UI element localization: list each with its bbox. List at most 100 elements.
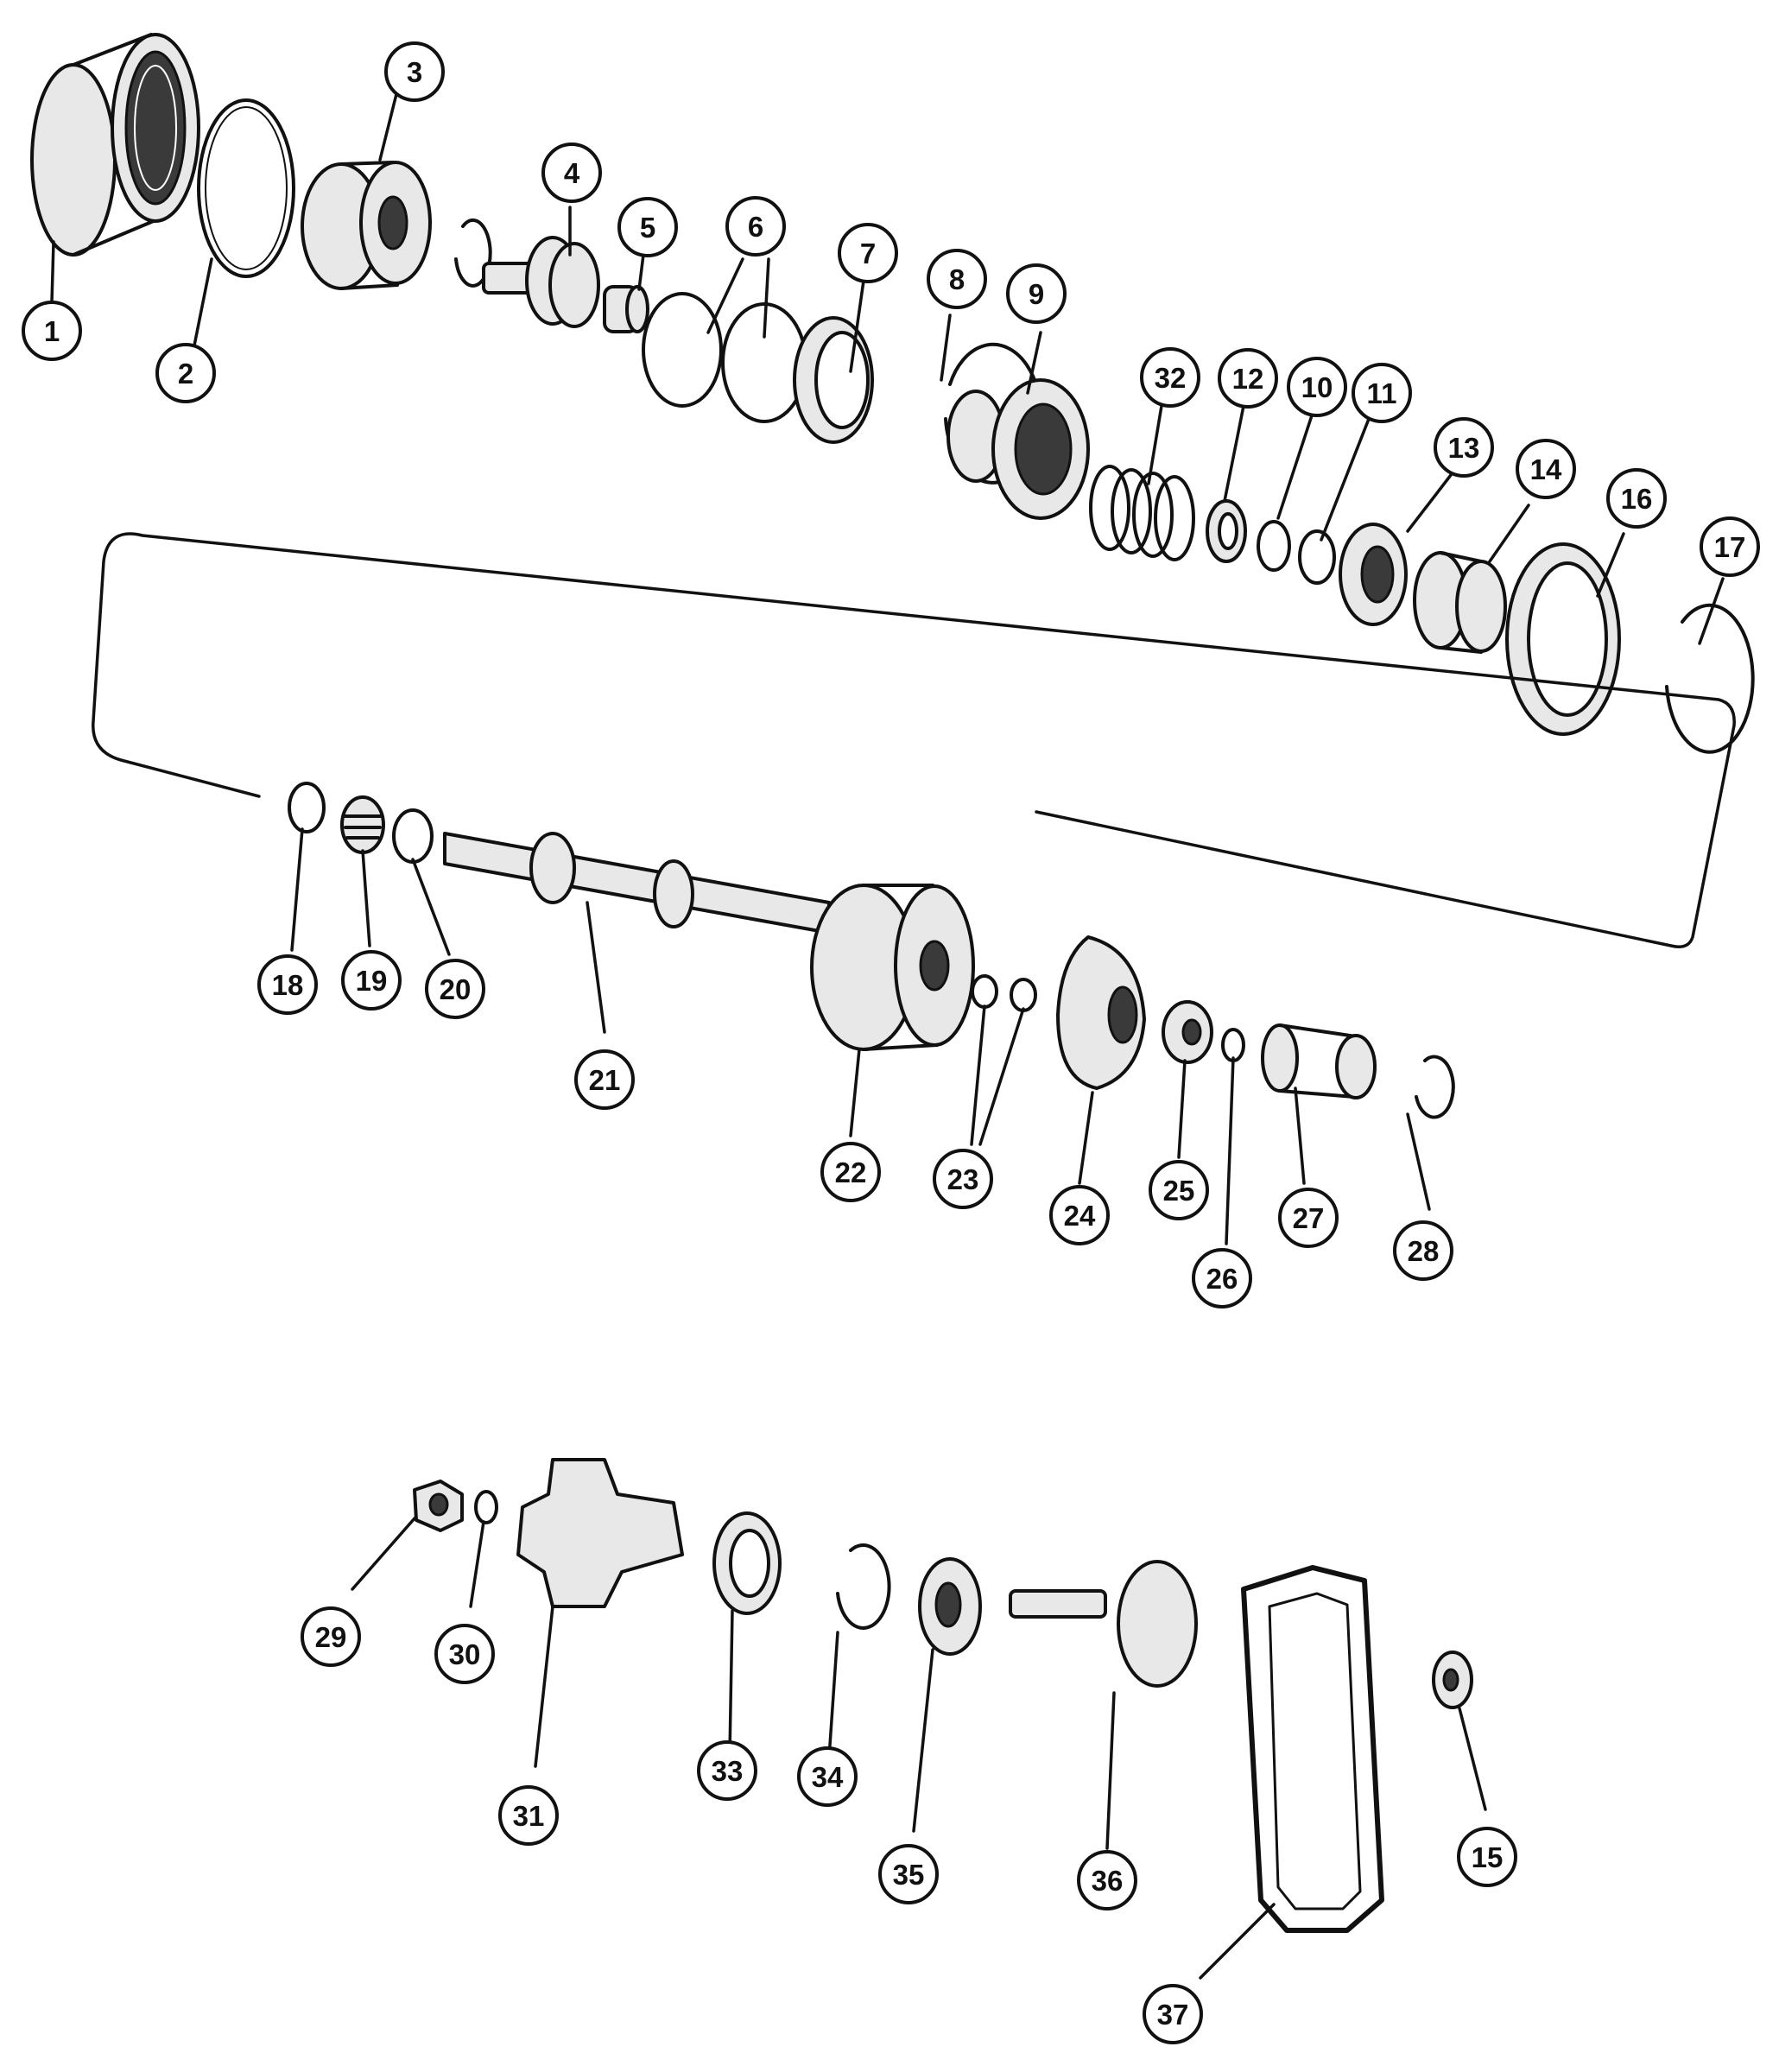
part-30-washer (474, 1490, 498, 1524)
callout-37: 37 (1143, 1984, 1203, 2044)
svg-text:20: 20 (440, 973, 472, 1005)
svg-text:12: 12 (1232, 363, 1264, 395)
part-29-nut (413, 1480, 464, 1532)
svg-text:21: 21 (589, 1064, 621, 1096)
part-5-bushing (603, 285, 649, 333)
part-9-range-sleeve (946, 378, 1090, 520)
part-32-spring (1089, 465, 1195, 561)
svg-text:24: 24 (1064, 1200, 1096, 1232)
svg-text:37: 37 (1157, 1999, 1189, 2031)
part-4-sun-gear-shaft (482, 236, 600, 328)
part-22-oil-pump-housing (810, 884, 975, 1051)
callout-16: 16 (1606, 468, 1667, 529)
part-35-bearing (918, 1557, 982, 1656)
callout-32: 32 (1140, 347, 1200, 408)
part-37-drive-chain (1241, 1565, 1384, 1933)
callout-21: 21 (574, 1049, 635, 1110)
callout-17: 17 (1700, 516, 1760, 577)
callout-25: 25 (1149, 1160, 1209, 1220)
callout-28: 28 (1393, 1220, 1453, 1281)
callout-24: 24 (1049, 1185, 1110, 1245)
part-23-washers (971, 974, 1037, 1012)
part-12-washer (1206, 499, 1247, 563)
svg-text:22: 22 (835, 1156, 867, 1188)
callout-5: 5 (617, 197, 678, 257)
callout-20: 20 (425, 959, 485, 1019)
svg-text:16: 16 (1621, 483, 1653, 515)
svg-text:17: 17 (1714, 531, 1746, 563)
part-33-seal (712, 1511, 782, 1615)
part-7-thrust-plate (793, 316, 874, 444)
callout-35: 35 (878, 1844, 939, 1904)
part-13-bearing (1339, 523, 1408, 626)
svg-text:25: 25 (1163, 1175, 1195, 1207)
svg-text:7: 7 (860, 238, 876, 269)
callout-23: 23 (933, 1149, 993, 1209)
callout-22: 22 (820, 1142, 881, 1202)
svg-text:23: 23 (947, 1163, 979, 1195)
svg-text:9: 9 (1029, 278, 1044, 310)
callout-10: 10 (1287, 357, 1347, 417)
svg-text:33: 33 (712, 1755, 744, 1787)
part-24-pump-cover (1056, 935, 1146, 1090)
part-19-needle-bearing (340, 795, 385, 854)
callout-1: 1 (22, 301, 82, 361)
part-14-hub (1413, 551, 1507, 654)
callout-11: 11 (1352, 363, 1412, 423)
svg-text:34: 34 (812, 1761, 844, 1793)
part-11-clip (1298, 529, 1336, 585)
svg-text:4: 4 (564, 157, 580, 189)
part-18-washer (288, 782, 326, 833)
assembly-bracket-line (92, 532, 1736, 948)
leader-lines (50, 89, 1725, 1980)
svg-text:35: 35 (893, 1859, 925, 1891)
svg-text:8: 8 (949, 263, 965, 295)
callout-34: 34 (797, 1746, 858, 1807)
svg-text:10: 10 (1301, 371, 1333, 403)
callout-15: 15 (1457, 1827, 1517, 1887)
part-17-snap-ring (1665, 603, 1755, 754)
svg-text:18: 18 (272, 969, 304, 1001)
svg-text:36: 36 (1092, 1865, 1124, 1897)
svg-text:5: 5 (640, 212, 655, 244)
svg-text:26: 26 (1206, 1263, 1238, 1295)
callout-33: 33 (697, 1740, 757, 1801)
callout-18: 18 (257, 954, 318, 1015)
part-6-thrust-washers (642, 292, 807, 423)
part-3-planet-carrier (301, 161, 432, 290)
svg-text:30: 30 (449, 1638, 481, 1670)
svg-text:1: 1 (44, 315, 60, 347)
svg-text:31: 31 (513, 1800, 545, 1832)
svg-text:6: 6 (748, 211, 763, 243)
part-27-speedometer-gear (1261, 1023, 1377, 1099)
part-31-yoke (516, 1458, 684, 1608)
svg-text:28: 28 (1408, 1235, 1440, 1267)
part-25-bearing (1162, 1000, 1213, 1064)
svg-text:29: 29 (315, 1621, 347, 1653)
part-16-drive-sprocket (1505, 542, 1621, 736)
svg-text:32: 32 (1155, 362, 1187, 394)
svg-text:19: 19 (356, 965, 388, 997)
part-34-snap-ring (836, 1543, 891, 1630)
callout-19: 19 (341, 950, 402, 1011)
svg-text:2: 2 (178, 358, 193, 390)
svg-text:15: 15 (1472, 1841, 1504, 1873)
part-21-mainshaft (443, 832, 831, 935)
callout-29: 29 (301, 1606, 361, 1667)
callout-14: 14 (1516, 439, 1576, 499)
callout-6: 6 (725, 196, 786, 257)
callout-27: 27 (1278, 1188, 1339, 1248)
part-36-output-shaft-sprocket (1009, 1560, 1198, 1688)
callout-26: 26 (1192, 1248, 1252, 1308)
part-1-annulus-gear (30, 33, 200, 257)
callout-30: 30 (434, 1624, 495, 1684)
svg-text:11: 11 (1367, 377, 1397, 409)
part-10-clip (1257, 520, 1291, 572)
callout-3: 3 (384, 41, 445, 102)
part-2-snap-ring (197, 98, 295, 278)
part-15-bearing (1432, 1651, 1473, 1709)
callout-12: 12 (1218, 348, 1278, 409)
callout-9: 9 (1006, 263, 1067, 324)
svg-text:27: 27 (1293, 1202, 1325, 1234)
